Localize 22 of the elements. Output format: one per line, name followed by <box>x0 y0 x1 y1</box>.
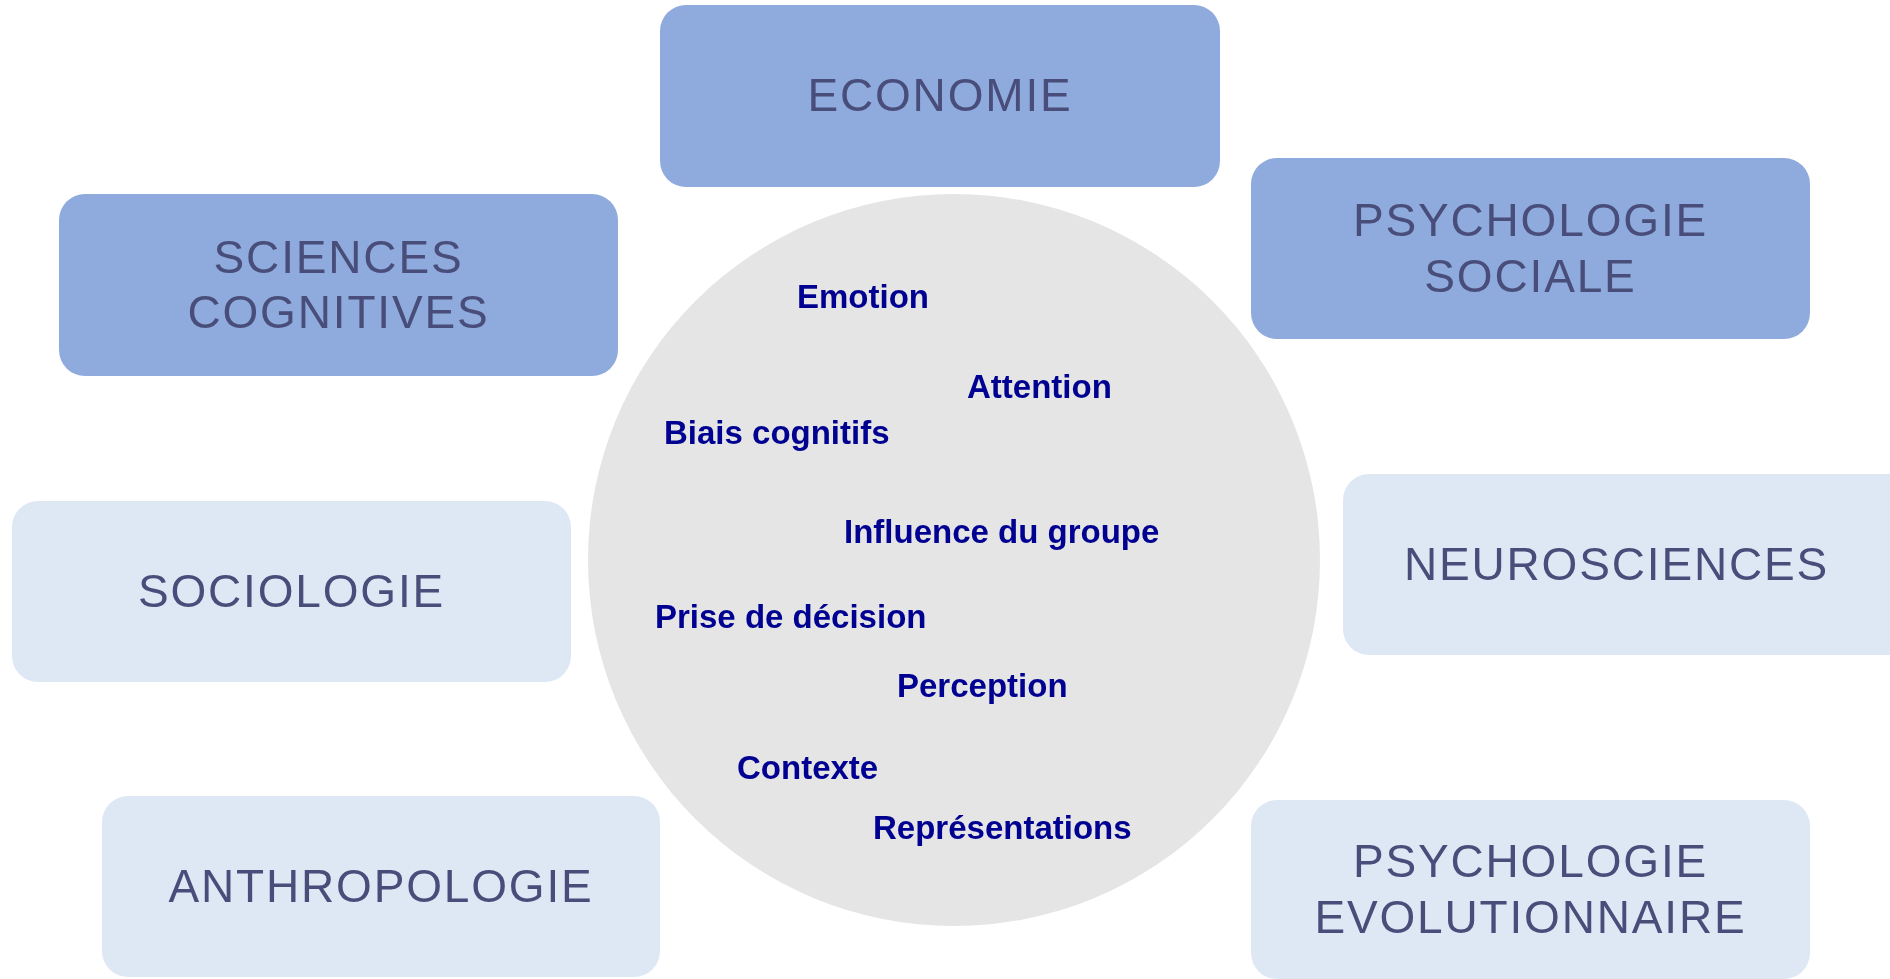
discipline-box <box>1251 158 1810 339</box>
discipline-box <box>1251 800 1810 979</box>
topic-label: Représentations <box>873 811 1132 844</box>
topic-label: Contexte <box>737 751 879 784</box>
discipline-label: PSYCHOLOGIE SOCIALE <box>1351 193 1710 304</box>
topic-label: Biais cognitifs <box>664 416 890 449</box>
topic-label: Emotion <box>797 280 929 313</box>
topic-label: Perception <box>897 669 1068 702</box>
discipline-label: PSYCHOLOGIE EVOLUTIONNAIRE <box>1313 834 1748 945</box>
discipline-label: SCIENCES COGNITIVES <box>186 229 491 340</box>
discipline-label: ANTHROPOLOGIE <box>168 858 594 914</box>
topic-label: Influence du groupe <box>844 515 1160 548</box>
discipline-box <box>12 501 571 682</box>
discipline-box <box>59 194 618 376</box>
discipline-box <box>1343 474 1890 655</box>
discipline-box <box>660 5 1220 187</box>
discipline-label: NEUROSCIENCES <box>1403 536 1830 592</box>
discipline-box <box>102 796 660 977</box>
discipline-label: SOCIOLOGIE <box>137 563 446 619</box>
topic-label: Attention <box>967 370 1112 403</box>
topic-label: Prise de décision <box>655 600 927 633</box>
discipline-label: ECONOMIE <box>807 68 1073 124</box>
